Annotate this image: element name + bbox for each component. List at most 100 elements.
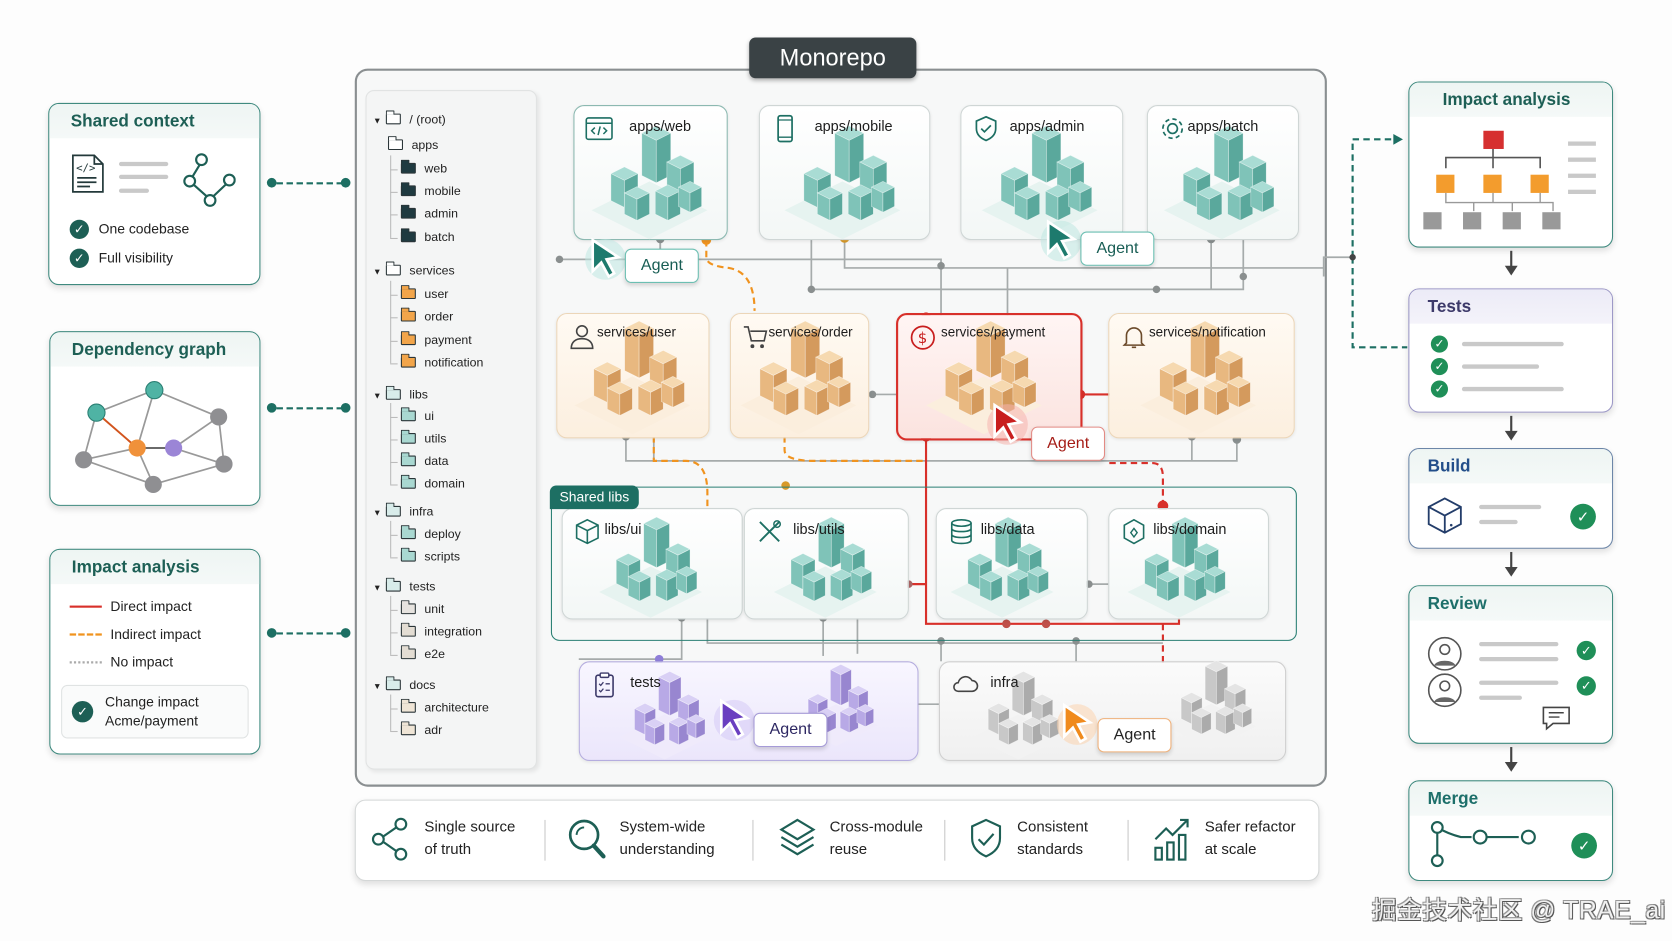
pipeline-tests: Tests ✓ ✓ ✓ [1408,288,1614,413]
tree-item-adr[interactable]: adr [400,721,442,738]
check-icon: ✓ [69,219,89,240]
tree-item-payment[interactable]: payment [400,331,472,348]
dashed-connector [276,407,343,410]
tree-item-web[interactable]: web [400,159,447,177]
tree-item-data[interactable]: data [400,452,449,469]
tree-item-label: admin [424,207,459,221]
module-title: libs/domain [1153,520,1227,537]
building-cluster-apps-batch [1163,125,1280,240]
expand-caret-icon[interactable]: ▼ [372,508,382,518]
gear-icon [1162,118,1184,140]
check-icon: ✓ [1576,676,1596,696]
check-icon: ✓ [69,248,89,268]
building-cluster-apps-mobile [784,125,901,240]
building-cluster-services-notification [1140,320,1257,435]
tree-item-libs[interactable]: ▼ libs [372,385,428,403]
check-icon: ✓ [1570,503,1596,530]
agent-badge: Agent [1031,426,1106,461]
tree-item-ui[interactable]: ui [400,407,435,424]
module-title: apps/mobile [814,117,893,134]
tree-item-notification[interactable]: notification [400,353,483,371]
tree-item-tests[interactable]: ▼ tests [372,577,436,595]
dollar-icon: $ [910,325,935,350]
tree-item-order[interactable]: order [400,307,454,325]
tree-item-domain[interactable]: domain [400,474,465,492]
feature-line2: reuse [829,840,868,858]
feature-line1: Cross-module [829,817,923,835]
folder-icon [400,331,416,346]
module-title: apps/web [629,117,692,134]
tree-item-label: libs [409,389,428,402]
code-window-icon [585,117,613,141]
tree-item-admin[interactable]: admin [400,204,459,222]
tree-item-scripts[interactable]: scripts [400,547,460,565]
expand-caret-icon[interactable]: ▼ [372,681,382,692]
no-impact-swatch [69,661,102,664]
shared-context-card: Shared context </> ✓ One codebase ✓ Full… [48,102,261,286]
feature-line1: Single source [424,817,516,835]
dependency-graph-icon [75,381,233,494]
tools-icon [759,520,782,542]
dashed-connector [276,632,343,635]
pipeline-step-title: Tests [1409,289,1612,324]
folder-icon [400,182,416,197]
tree-item-utils[interactable]: utils [400,429,446,447]
tree-item-user[interactable]: user [400,285,448,302]
legend-direct-label: Direct impact [110,598,192,615]
connector-dot [340,628,351,638]
tree-item-integration[interactable]: integration [400,622,482,640]
expand-caret-icon[interactable]: ▼ [372,115,382,126]
feature-line2: standards [1017,840,1084,858]
git-merge-icon [1430,820,1536,868]
shared-context-item: One codebase [98,220,190,237]
pipeline-arrow-icon [1504,250,1518,276]
folder-icon [400,285,416,300]
tree-item-e2e[interactable]: e2e [400,645,445,662]
agent-badge: Agent [1080,231,1155,266]
shared-context-item: Full visibility [98,249,173,266]
tree-item-label: tests [409,580,436,594]
module-title: services/payment [941,324,1046,340]
tree-item-label: docs [409,679,436,693]
tree-item-batch[interactable]: batch [400,228,455,245]
folder-icon [400,204,416,219]
connector-dot [266,402,277,413]
tree-item-label: ui [424,410,435,424]
cube-icon [575,518,599,545]
expand-caret-icon[interactable]: ▼ [372,583,382,593]
tree-item-label: data [424,455,449,469]
tree-item-root[interactable]: ▼/ (root) [372,110,446,128]
feature-line2: understanding [619,840,715,858]
cart-icon [743,326,768,349]
folder-icon [400,407,416,422]
folder-icon [385,110,401,125]
tree-item-services[interactable]: ▼services [372,261,455,279]
feature-line1: System-wide [619,817,706,835]
tree-item-mobile[interactable]: mobile [400,182,461,199]
shared-context-title: Shared context [49,103,260,139]
reviewer-avatar-icon [1427,673,1462,708]
file-tree: ▼/ (root) apps web mobile admin batch ▼service… [365,90,537,770]
tree-item-infra[interactable]: ▼ infra [372,502,434,520]
tree-item-unit[interactable]: unit [400,600,444,617]
expand-caret-icon[interactable]: ▼ [372,391,382,401]
folder-icon [400,721,416,736]
pipeline-build: Build ✓ [1408,448,1614,549]
tree-item-deploy[interactable]: deploy [400,525,461,542]
tree-item-apps[interactable]: apps [387,136,438,153]
tree-item-label: order [424,310,454,324]
pipeline-step-title: Review [1409,586,1612,621]
tree-item-label: infra [409,505,434,519]
tree-item-docs[interactable]: ▼ docs [372,676,436,693]
impact-analysis-legend-card: Impact analysis Direct impact Indirect i… [49,548,261,755]
folder-icon [400,698,416,713]
agent-badge: Agent [1097,718,1172,753]
tree-item-architecture[interactable]: architecture [400,698,489,716]
folder-icon [387,136,403,151]
direct-impact-swatch [69,605,102,608]
expand-caret-icon[interactable]: ▼ [372,266,382,277]
tree-item-label: batch [424,231,455,245]
module-title: libs/utils [793,520,845,537]
